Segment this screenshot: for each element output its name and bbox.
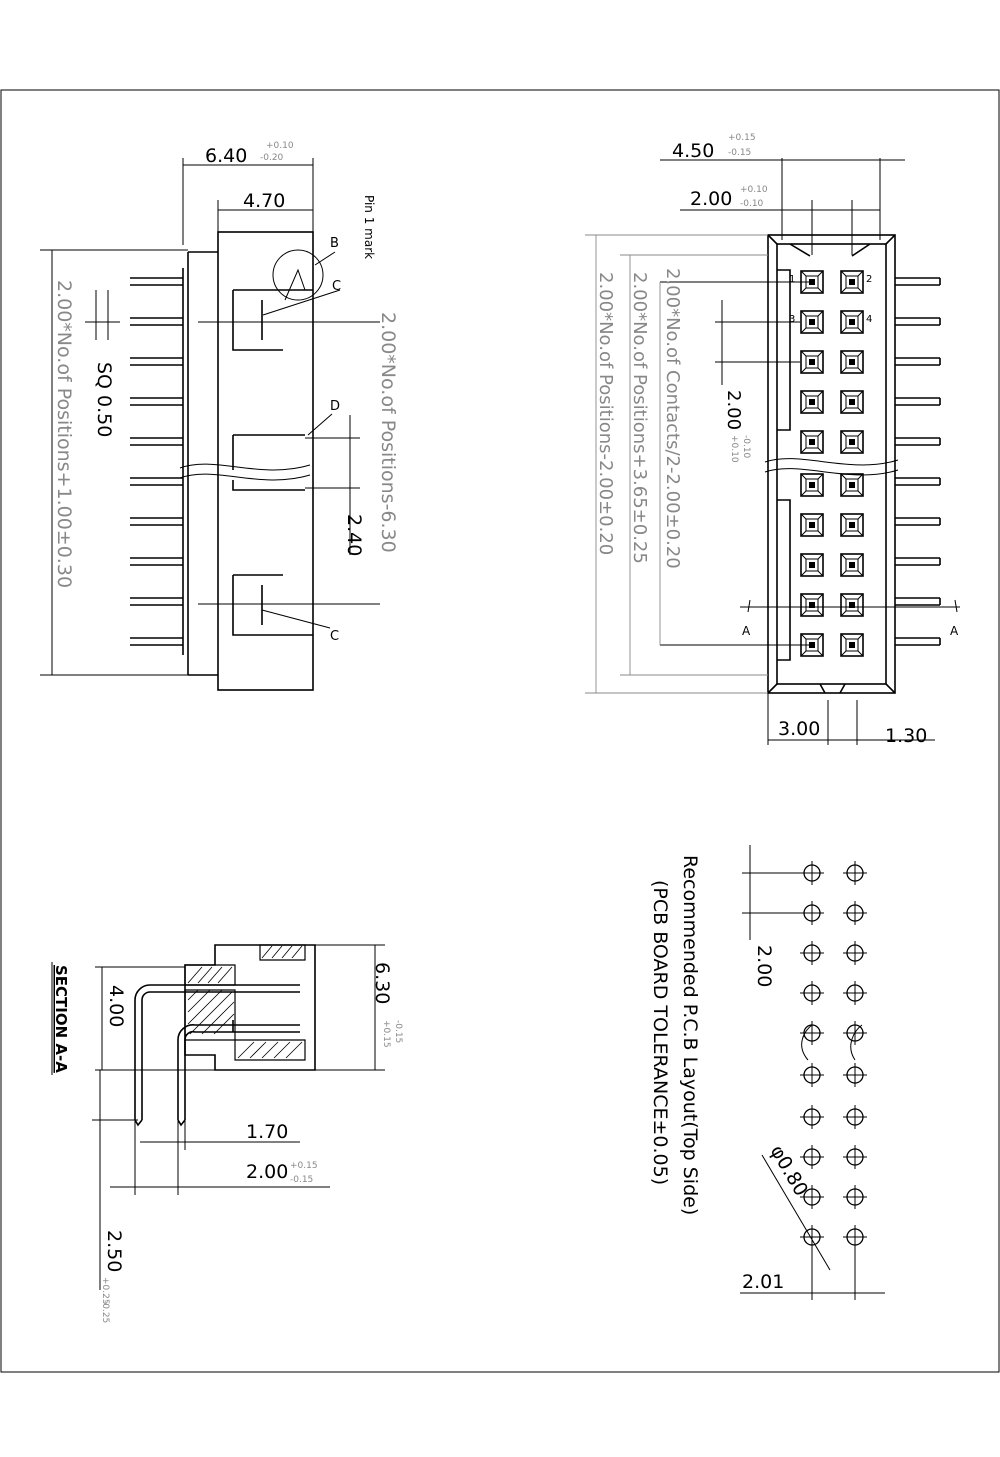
pin-number-3: 3: [789, 314, 795, 325]
pcb-hole: [800, 1105, 824, 1129]
gap-dim: 2.40: [343, 514, 365, 556]
row-pitch-tol-plus: +0.10: [729, 435, 739, 463]
pin-number-1: 1: [789, 274, 795, 285]
contact-square: [800, 513, 824, 537]
section-marker-left: A: [742, 624, 751, 638]
len-label-3: 2.00*No.of Contacts/2-2.00±0.20: [662, 268, 683, 569]
pcb-hole: [800, 1185, 824, 1209]
section-marker-right: A: [950, 624, 959, 638]
bottom-dim-2: 1.30: [885, 725, 927, 747]
row-pitch-tol-minus: -0.10: [741, 435, 751, 459]
pcb-layout: Recommended P.C.B Layout(Top Side) (PCB …: [649, 845, 885, 1300]
housing-front: [767, 234, 896, 694]
pcb-hole: [843, 1063, 867, 1087]
height-tol-plus: +0.15: [381, 1020, 391, 1048]
row-pitch-dim: 2.00: [723, 390, 744, 430]
hole-grid: [800, 861, 867, 1249]
pitch-dim: 2.00: [690, 188, 732, 210]
len-label-2: 2.00*No.of Positions+3.65±0.25: [629, 272, 650, 564]
pcb-hole: [800, 1021, 824, 1045]
contact-square: [840, 593, 864, 617]
width-tol-plus: +0.10: [266, 141, 294, 151]
pins-side: [130, 277, 183, 646]
outer-dim: 4.50: [672, 140, 714, 162]
contact-square: [840, 473, 864, 497]
contact-square: [840, 270, 864, 294]
pcb-hole: [800, 1063, 824, 1087]
hole-dim: φ0.80: [766, 1142, 812, 1200]
callout-c: C: [332, 279, 341, 294]
section-view: SECTION A-A 6.30 +0.15 -0.15 4.00 2.50 +…: [51, 944, 403, 1323]
height-dim: 6.30: [371, 962, 393, 1004]
contact-square: [800, 553, 824, 577]
contact-square: [840, 553, 864, 577]
pcb-hole: [800, 981, 824, 1005]
pin-height-dim: 4.00: [105, 985, 127, 1027]
dim-170: 1.70: [246, 1121, 288, 1143]
contact-square: [800, 473, 824, 497]
drawing-frame: [0, 89, 1000, 1373]
pcb-hole: [843, 1105, 867, 1129]
contact-square: [800, 350, 824, 374]
pin-number-2: 2: [866, 274, 872, 285]
contact-square: [840, 390, 864, 414]
total-len-label: 2.00*No.of Positions+1.00±0.30: [53, 280, 75, 588]
callout-d: D: [330, 399, 340, 414]
side-view: 6.40 +0.10 -0.20 4.70: [40, 141, 399, 691]
inner-dim: 4.70: [243, 190, 285, 212]
contact-square: [840, 430, 864, 454]
pin1-mark-circle: [272, 249, 324, 301]
contact-square: [800, 310, 824, 334]
callout-c2: C: [330, 629, 339, 644]
section-hatch: [187, 945, 303, 1059]
pcb-hole: [800, 941, 824, 965]
contact-square: [840, 633, 864, 657]
pcb-title-line2: (PCB BOARD TOLERANCE±0.05): [649, 880, 671, 1185]
contact-square: [800, 430, 824, 454]
dim-200-tol-plus: +0.15: [290, 1161, 318, 1171]
outer-tol-minus: -0.15: [728, 148, 751, 158]
pcb-hole: [843, 1145, 867, 1169]
height-tol-minus: -0.15: [393, 1020, 403, 1043]
contact-square: [840, 350, 864, 374]
pcb-hole: [843, 861, 867, 885]
dim-200-tol-minus: -0.15: [290, 1175, 313, 1185]
pitch-tol-minus: -0.10: [740, 199, 764, 209]
pitch-tol-plus: +0.10: [740, 185, 768, 195]
pcb-hole: [843, 941, 867, 965]
pin1-mark-label: Pin 1 mark: [362, 195, 376, 259]
pcb-hole: [843, 901, 867, 925]
dim-200: 2.00: [246, 1161, 288, 1183]
contact-square: [840, 513, 864, 537]
dim-250-tol-plus: +0.25: [100, 1277, 110, 1305]
outer-tol-plus: +0.15: [728, 133, 756, 143]
mid-len-label: 2.00*No.of Positions-6.30: [377, 312, 399, 553]
callout-b: B: [330, 236, 339, 251]
dim-250: 2.50: [103, 1230, 125, 1272]
dim-250-tol-minus: -0.25: [100, 1300, 110, 1323]
width-tol-minus: -0.20: [260, 153, 284, 163]
width-dim: 6.40: [205, 145, 247, 167]
front-view: 4.50 +0.15 -0.15 2.00 +0.10 -0.10 1 2 3 …: [585, 133, 960, 747]
contact-square: [840, 310, 864, 334]
pcb-title-line1: Recommended P.C.B Layout(Top Side): [679, 855, 701, 1215]
section-title: SECTION A-A: [52, 965, 70, 1073]
bottom-dim-1: 3.00: [778, 718, 820, 740]
sq-label: SQ 0.50: [93, 362, 115, 437]
contact-grid: [800, 270, 864, 657]
pcb-hole: [843, 981, 867, 1005]
pcb-hole: [843, 1185, 867, 1209]
contact-square: [800, 390, 824, 414]
pcb-pitch-dim: 2.00: [753, 945, 775, 987]
pin-number-4: 4: [866, 314, 872, 325]
pins-front: [895, 277, 941, 646]
contact-square: [800, 593, 824, 617]
housing-body: [217, 231, 314, 691]
pcb-hole: [800, 1145, 824, 1169]
len-label-1: 2.00*No.of Positions-2.00±0.20: [595, 272, 616, 555]
pcb-row-dim: 2.01: [742, 1271, 784, 1293]
